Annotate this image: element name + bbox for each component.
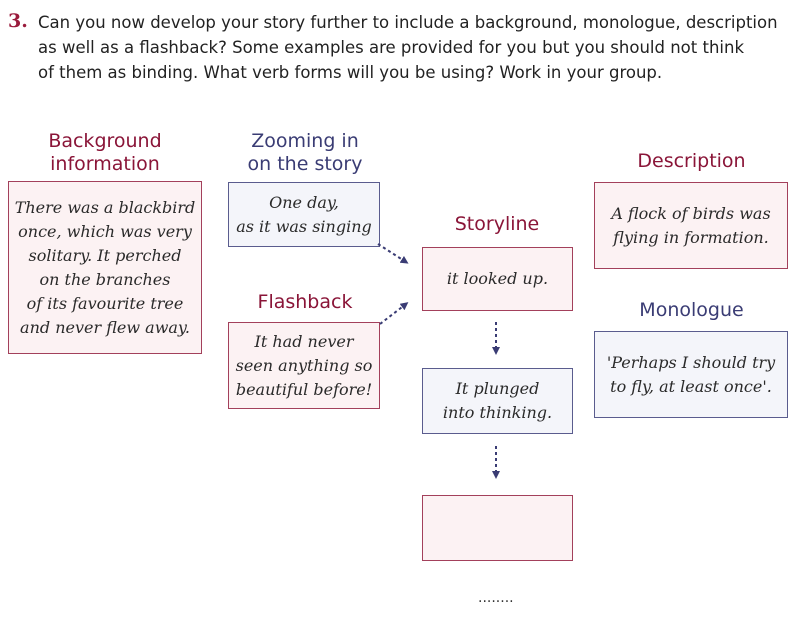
background-heading: Background information — [48, 130, 162, 175]
question-text: Can you now develop your story further t… — [38, 10, 794, 85]
continuation-dots: ........ — [478, 590, 514, 606]
storyline-box-1: it looked up. — [422, 247, 573, 311]
background-text: There was a blackbird once, which was ve… — [14, 197, 196, 337]
storyline-text-2: It plunged into thinking. — [442, 379, 553, 422]
question-line: of them as binding. What verb forms will… — [38, 63, 663, 82]
question-line: as well as a flashback? Some examples ar… — [38, 38, 745, 57]
question-line: Can you now develop your story further t… — [38, 13, 778, 32]
monologue-heading: Monologue — [639, 299, 744, 321]
question-number: 3. — [8, 10, 28, 32]
storyline-box-2: It plunged into thinking. — [422, 368, 573, 434]
flashback-text: It had never seen anything so beautiful … — [235, 331, 373, 399]
monologue-text: 'Perhaps I should try to fly, at least o… — [606, 352, 776, 396]
flashback-box: It had never seen anything so beautiful … — [228, 322, 380, 409]
arrow-zooming-to-storyline — [377, 243, 409, 264]
zooming-heading: Zooming in on the story — [247, 130, 363, 175]
flashback-heading: Flashback — [257, 291, 353, 313]
zooming-box: One day, as it was singing — [228, 182, 380, 247]
monologue-box: 'Perhaps I should try to fly, at least o… — [594, 331, 788, 418]
zooming-text: One day, as it was singing — [236, 192, 372, 236]
storyline-box-3-empty — [422, 495, 573, 561]
background-box: There was a blackbird once, which was ve… — [8, 181, 202, 354]
description-heading: Description — [637, 150, 746, 172]
storyline-heading: Storyline — [454, 213, 540, 235]
description-box: A flock of birds was flying in formation… — [594, 182, 788, 269]
description-text: A flock of birds was flying in formation… — [611, 203, 771, 247]
arrow-flashback-to-storyline — [379, 302, 409, 325]
storyline-text-1: it looked up. — [446, 269, 549, 288]
